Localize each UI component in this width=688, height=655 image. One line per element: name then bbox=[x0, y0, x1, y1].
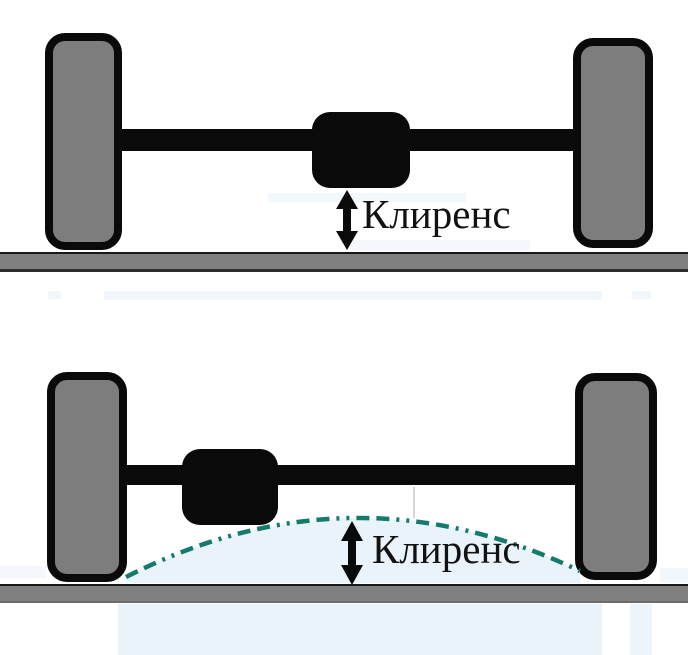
clearance-label: Клиренс bbox=[372, 526, 521, 572]
background-tint bbox=[118, 604, 602, 655]
background-tint bbox=[48, 291, 61, 299]
background-tint bbox=[104, 291, 602, 300]
ground bbox=[0, 584, 688, 603]
left-wheel bbox=[47, 372, 127, 582]
differential bbox=[312, 112, 410, 188]
right-wheel bbox=[573, 38, 653, 248]
background-tint bbox=[268, 193, 466, 202]
ground bbox=[0, 252, 688, 272]
right-wheel bbox=[575, 373, 657, 580]
background-tint bbox=[350, 240, 530, 250]
differential bbox=[182, 449, 278, 525]
background-tint bbox=[0, 566, 46, 578]
background-tint bbox=[632, 291, 651, 299]
background-tint bbox=[660, 568, 688, 583]
background-tint bbox=[630, 604, 652, 655]
clearance-arrow-icon bbox=[341, 521, 363, 585]
left-wheel bbox=[45, 33, 122, 250]
clearance-label: Клиренс bbox=[362, 191, 511, 237]
